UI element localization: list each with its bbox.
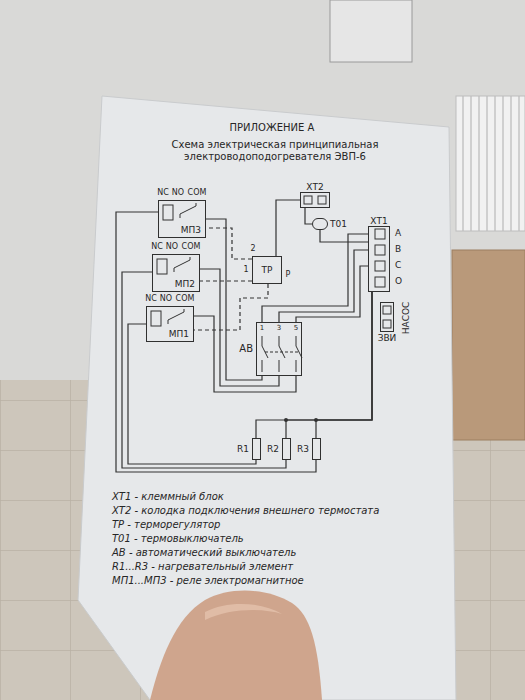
phase-label: C [395, 260, 401, 270]
power-wire [262, 234, 368, 322]
terminal-screw [375, 261, 385, 271]
pin-label: 5 [293, 324, 299, 332]
component-label: ХТ2 [306, 182, 323, 192]
relay-contact [180, 203, 196, 218]
pin-label: 2 [249, 244, 256, 253]
legend-text: МП1...МП3 - реле электромагнитное [112, 575, 304, 586]
control-wire [206, 228, 252, 259]
component-label: Т01 [330, 219, 347, 229]
pin-label: COM [175, 294, 196, 303]
terminal-screw [304, 196, 312, 204]
pin-label: NO [165, 242, 179, 251]
legend-text: АВ - автоматический выключатель [112, 547, 296, 558]
page-title: ПРИЛОЖЕНИЕ А [230, 122, 315, 134]
pin-label: 1 [259, 324, 265, 332]
relay-coil [163, 205, 173, 220]
component-label: ХТ1 [370, 216, 387, 226]
terminal-screw [383, 320, 391, 328]
terminal-screw [318, 196, 326, 204]
relay-contact [174, 257, 190, 272]
power-wire [316, 292, 372, 438]
pin-label: NO [159, 294, 173, 303]
thumb-highlight [205, 604, 282, 620]
relay-coil [151, 311, 161, 326]
pin-label: NC [156, 188, 170, 197]
power-wire [128, 324, 256, 464]
paper-sheet [78, 96, 456, 700]
pump-label: НАСОС [401, 302, 411, 335]
component-label: R2 [267, 444, 279, 454]
power-wire [256, 292, 372, 438]
power-wire [320, 230, 368, 242]
component-label: ЗВИ [378, 333, 397, 343]
legend-text: ХТ2 - колодка подключения внешнего термо… [112, 505, 379, 516]
component-label: МП2 [175, 279, 195, 289]
legend-text: ХТ1 - клеммный блок [112, 491, 224, 502]
relay-box: МП1 [146, 306, 194, 342]
legend-text: ТР - терморегулятор [112, 519, 220, 530]
heater-resistor: R1 [252, 438, 261, 460]
phase-label: A [395, 228, 401, 238]
pin-label: 1 [242, 265, 249, 274]
phase-label: B [395, 244, 401, 254]
component-label: ТР [262, 265, 273, 275]
cardboard-box [452, 250, 525, 440]
breaker-switch [262, 336, 302, 372]
phase-label: O [395, 276, 402, 286]
pin-label: Р [285, 270, 292, 279]
pin-label: 3 [276, 324, 282, 332]
terminal-screw [375, 245, 385, 255]
power-wire [286, 292, 372, 438]
pin-label: NC [144, 294, 158, 303]
wall-panel [330, 0, 412, 62]
component-label: R1 [237, 444, 249, 454]
legend-row: АВ - автоматический выключатель [112, 542, 296, 560]
terminal-block: ХТ1 [368, 226, 390, 292]
legend-row: МП1...МП3 - реле электромагнитное [112, 570, 304, 588]
legend-text: R1...R3 - нагревательный элемент [112, 561, 293, 572]
relay-coil [157, 259, 167, 274]
power-wire [305, 208, 312, 224]
terminal-screw [375, 229, 385, 239]
radiator [456, 96, 525, 231]
pin-label: NO [171, 188, 185, 197]
connector-block: ХТ2 [300, 192, 330, 208]
pin-label: COM [181, 242, 202, 251]
terminal-screw [375, 277, 385, 287]
relay-box: МП3 [158, 200, 206, 238]
component-label: МП3 [181, 225, 201, 235]
relay-box: МП2 [152, 254, 200, 292]
legend-row: Т01 - термовыключатель [112, 528, 244, 546]
legend-row: R1...R3 - нагревательный элемент [112, 556, 293, 574]
subtitle: Схема электрическая принципиальная элект… [155, 139, 395, 163]
power-wire [279, 250, 368, 322]
terminal-screw [383, 306, 391, 314]
power-wire [122, 272, 286, 468]
power-wire [206, 219, 262, 380]
control-wire [200, 280, 252, 281]
terminal-block: ЗВИ [380, 302, 394, 332]
legend-row: ХТ2 - колодка подключения внешнего термо… [112, 500, 379, 518]
legend-text: Т01 - термовыключатель [112, 533, 244, 544]
relay-contact [168, 309, 184, 324]
component-label: R3 [297, 444, 309, 454]
legend-row: ХТ1 - клеммный блок [112, 486, 224, 504]
component-label: МП1 [169, 329, 189, 339]
power-wire [276, 200, 300, 256]
heater-resistor: R3 [312, 438, 321, 460]
pin-label: COM [187, 188, 208, 197]
thermostat-box: ТР [252, 256, 282, 284]
thermal-switch: Т01 [312, 218, 328, 230]
power-wire [296, 266, 368, 322]
hand [150, 591, 322, 700]
pin-label: NC [150, 242, 164, 251]
heater-resistor: R2 [282, 438, 291, 460]
breaker-linkage [265, 352, 300, 353]
legend-row: ТР - терморегулятор [112, 514, 220, 532]
component-label: АВ [239, 343, 253, 355]
